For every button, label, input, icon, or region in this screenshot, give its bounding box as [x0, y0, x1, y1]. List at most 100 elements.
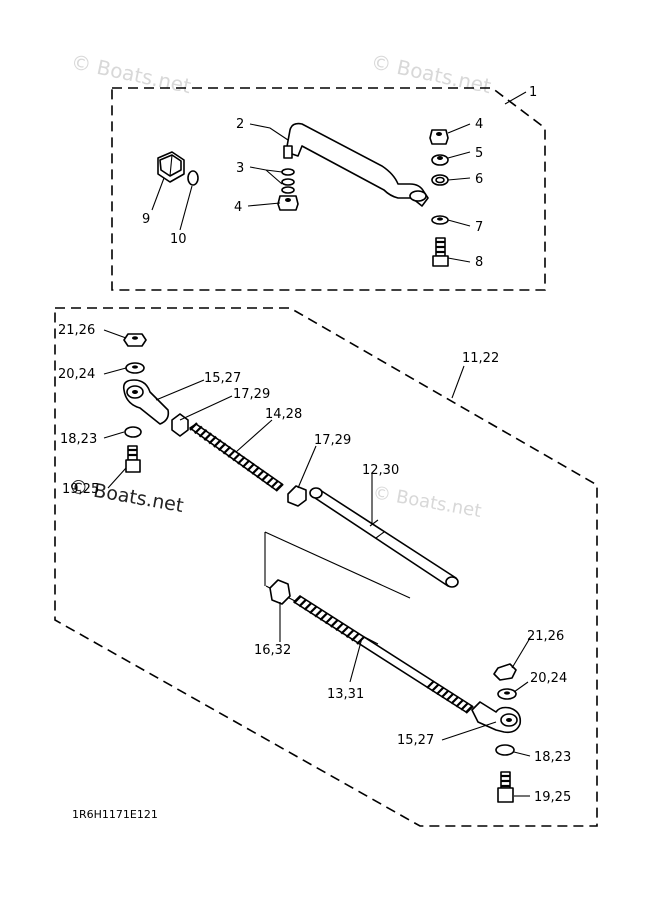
callout-1: 1: [529, 85, 537, 100]
link-rod-part: [283, 122, 429, 207]
thread-mark: [265, 476, 275, 486]
thread-mark: [232, 452, 241, 462]
thread-mark: [445, 692, 455, 702]
callout-17-29-right: 17,29: [314, 433, 351, 448]
callout-18-23-left: 18,23: [60, 432, 97, 447]
callout-20-24-left: 20,24: [58, 367, 95, 382]
thread-mark: [345, 629, 355, 638]
cap-nut-part-right: [493, 663, 517, 681]
callout-21-26-left: 21,26: [58, 323, 95, 338]
callout-2: 2: [236, 117, 244, 132]
callout-13-31: 13,31: [327, 687, 364, 702]
callout-5: 5: [475, 146, 483, 161]
thread-mark: [431, 683, 440, 692]
thread-mark: [260, 473, 270, 482]
jam-nut-part-left: [171, 413, 189, 437]
callout-12-30: 12,30: [362, 463, 399, 478]
bolt-part-right: [497, 771, 514, 803]
rod-end-part-left: [122, 379, 170, 425]
thread-mark: [293, 595, 302, 604]
callout-4-right: 4: [475, 117, 483, 132]
thread-mark: [324, 615, 334, 625]
thread-mark: [270, 479, 280, 489]
callout-11-22: 11,22: [462, 351, 499, 366]
thread-mark: [303, 602, 313, 611]
thread-mark: [222, 445, 232, 455]
washer-part-5: [431, 154, 449, 166]
diagram-code: 1R6H1171E121: [72, 808, 158, 821]
bolt-part-8: [432, 237, 449, 267]
thread-mark: [455, 698, 465, 708]
bushing-part-6: [431, 174, 449, 186]
nut-part-left: [277, 195, 299, 211]
o-ring-part-10: [187, 170, 199, 186]
thread-mark: [213, 439, 222, 448]
callout-8: 8: [475, 255, 483, 270]
callout-17-29-upper: 17,29: [233, 387, 270, 402]
thread-mark: [356, 636, 365, 645]
thread-mark: [198, 428, 208, 438]
washer-part-left: [125, 362, 145, 374]
thread-mark: [208, 435, 217, 445]
callout-3: 3: [236, 161, 244, 176]
callout-18-23-right: 18,23: [534, 750, 571, 765]
nut-part-right: [429, 129, 449, 145]
bolt-part-left: [125, 445, 141, 473]
thread-mark: [314, 608, 323, 618]
thread-mark: [256, 469, 265, 479]
washer-part-left-lower: [124, 426, 142, 438]
washer-part-right: [497, 688, 517, 700]
thread-mark: [275, 483, 284, 492]
callout-19-25-left: 19,25: [62, 482, 99, 497]
thread-mark: [217, 442, 227, 452]
thread-mark: [319, 612, 329, 621]
nut-part-16: [269, 579, 291, 605]
callout-14-28: 14,28: [265, 407, 302, 422]
thread-mark: [189, 422, 198, 431]
callout-15-27-lower: 15,27: [397, 733, 434, 748]
thread-mark: [308, 605, 318, 615]
callout-6: 6: [475, 172, 483, 187]
thread-mark: [298, 598, 308, 608]
large-nut-part-9: [157, 151, 185, 183]
thread-mark: [426, 680, 435, 689]
washer-part-7: [431, 215, 449, 225]
callout-7: 7: [475, 220, 483, 235]
thread-mark: [350, 632, 360, 642]
upper-group-boundary: [111, 87, 546, 291]
watermark-top-left: © Boats.net: [69, 49, 193, 98]
callout-9: 9: [142, 212, 150, 227]
thread-mark: [465, 705, 474, 714]
thread-mark: [340, 625, 350, 635]
thread-mark: [440, 689, 450, 699]
washer-part-right-lower: [495, 744, 515, 756]
callout-4-left: 4: [234, 200, 242, 215]
thread-mark: [246, 462, 256, 472]
callout-20-24-right: 20,24: [530, 671, 567, 686]
thread-mark: [435, 686, 445, 696]
thread-mark: [460, 702, 469, 711]
callout-10: 10: [170, 232, 187, 247]
thread-mark: [251, 466, 260, 475]
rod-end-part-right: [471, 701, 522, 734]
thread-mark: [236, 456, 246, 465]
thread-mark: [450, 695, 460, 705]
callout-15-27-upper: 15,27: [204, 371, 241, 386]
thread-mark: [329, 619, 339, 628]
thread-mark: [203, 432, 213, 441]
callout-19-25-right: 19,25: [534, 790, 571, 805]
callout-16-32: 16,32: [254, 643, 291, 658]
watermark-mid-right: © Boats.net: [371, 482, 483, 522]
thread-mark: [335, 622, 344, 632]
thread-mark: [193, 425, 203, 435]
thread-mark: [227, 449, 237, 458]
cap-nut-part-left: [123, 333, 147, 347]
threaded-rod-part-lower: [293, 595, 474, 714]
washer-pair-part: [281, 168, 295, 194]
threaded-rod-part-upper: [189, 422, 284, 492]
watermark-top-right: © Boats.net: [369, 49, 493, 98]
callout-21-26-right: 21,26: [527, 629, 564, 644]
tube-part-12: [309, 487, 459, 588]
thread-mark: [241, 459, 251, 469]
